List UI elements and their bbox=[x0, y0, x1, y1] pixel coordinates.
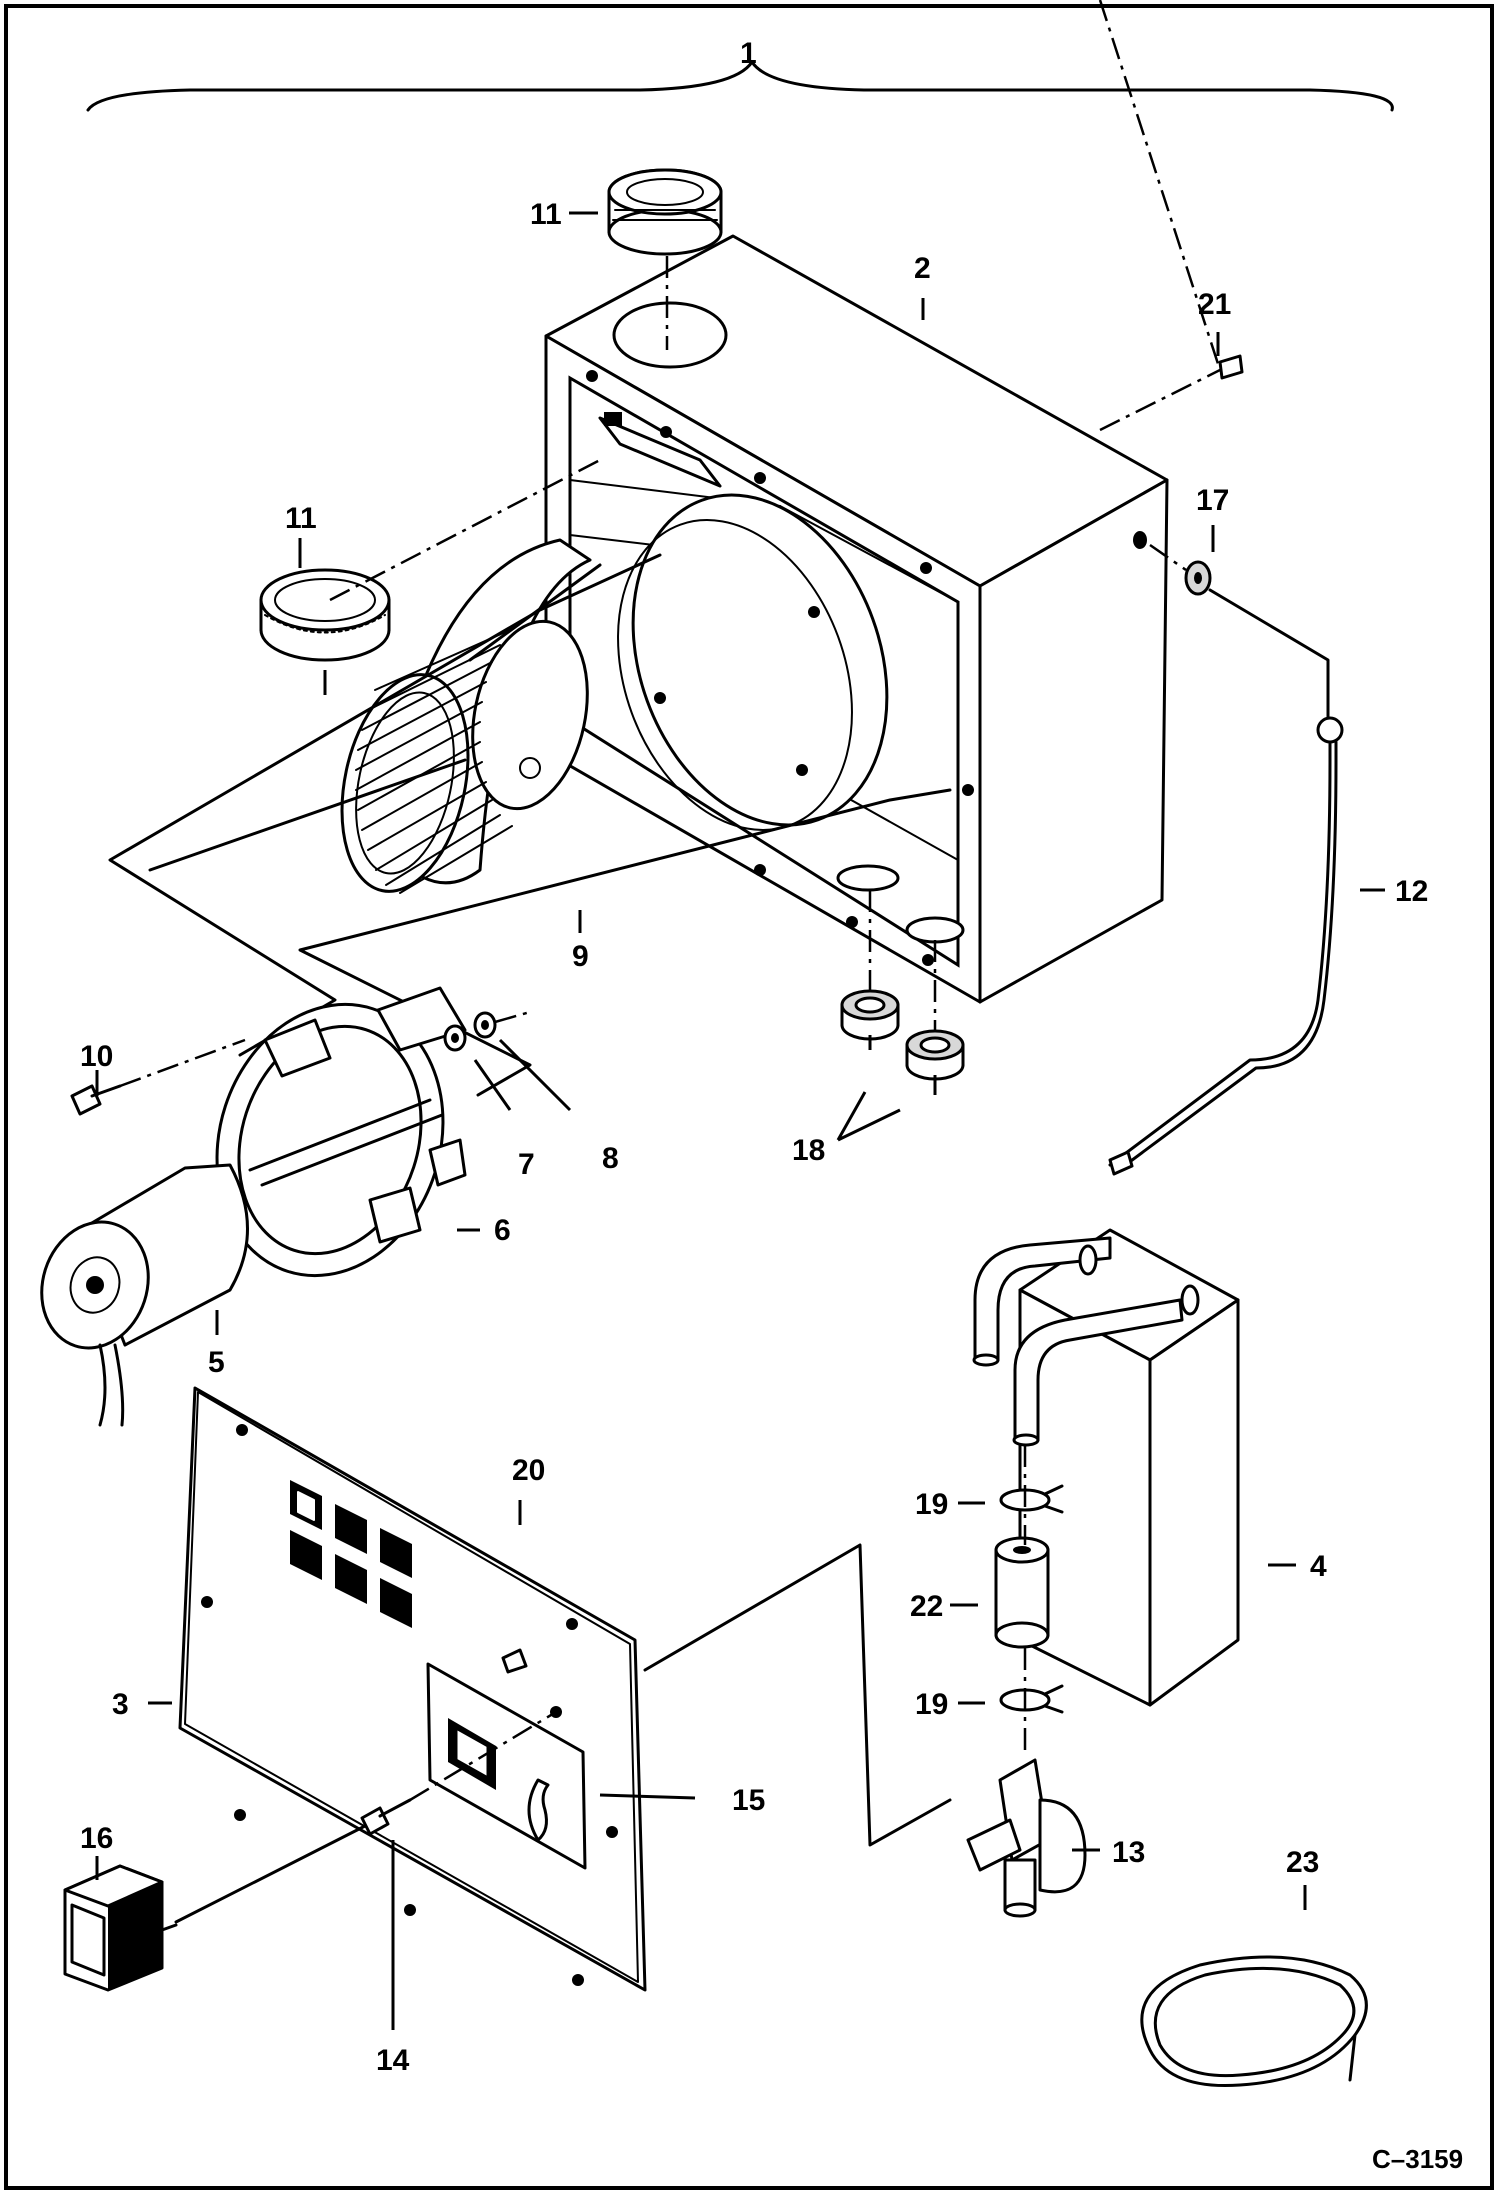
callout-19-upper: 19 bbox=[915, 1488, 948, 1521]
callout-4: 4 bbox=[1310, 1550, 1327, 1583]
water-valve bbox=[966, 1758, 1087, 1918]
duct-ring-left bbox=[259, 568, 391, 662]
grommet-small bbox=[1184, 560, 1212, 596]
callout-13: 13 bbox=[1112, 1836, 1145, 1869]
callout-11-top: 11 bbox=[530, 198, 562, 231]
callout-2: 2 bbox=[914, 252, 931, 285]
blower-wheel bbox=[340, 538, 592, 894]
callout-6: 6 bbox=[494, 1214, 511, 1247]
heater-housing bbox=[544, 234, 1169, 1004]
callout-leaders bbox=[95, 211, 1385, 2030]
callout-23: 23 bbox=[1286, 1846, 1319, 1879]
callout-labels: 1 2 3 4 5 6 7 8 9 10 11 11 12 13 14 15 1… bbox=[80, 37, 1463, 2174]
callout-17: 17 bbox=[1196, 484, 1229, 517]
drain-hose bbox=[1140, 1955, 1368, 2088]
callout-9: 9 bbox=[572, 940, 589, 973]
callout-15: 15 bbox=[732, 1784, 765, 1817]
callout-8: 8 bbox=[602, 1142, 619, 1175]
callout-11-left: 11 bbox=[285, 502, 317, 535]
callout-10: 10 bbox=[80, 1040, 113, 1073]
callout-16: 16 bbox=[80, 1822, 113, 1855]
switch-screw bbox=[360, 1798, 412, 1836]
callout-7: 7 bbox=[518, 1148, 535, 1181]
callout-14: 14 bbox=[376, 2044, 410, 2077]
hose-clamp-lower bbox=[999, 1684, 1064, 1714]
assembly-brace bbox=[86, 60, 1394, 112]
assembly-path-lower bbox=[298, 788, 952, 1097]
panel-screw bbox=[501, 1648, 528, 1674]
rocker-switch bbox=[63, 1864, 178, 1992]
callout-21: 21 bbox=[1198, 288, 1231, 321]
figure-id: C–3159 bbox=[1372, 2144, 1463, 2174]
diagram-border bbox=[4, 4, 1494, 2190]
duct-ring-top bbox=[607, 168, 723, 256]
callout-20: 20 bbox=[512, 1454, 545, 1487]
blower-motor bbox=[40, 1163, 249, 1427]
ground-wire bbox=[1108, 716, 1344, 1176]
callout-1: 1 bbox=[740, 37, 757, 70]
callout-19-lower: 19 bbox=[915, 1688, 948, 1721]
screw-small bbox=[1218, 354, 1244, 380]
callout-18: 18 bbox=[792, 1134, 825, 1167]
callout-5: 5 bbox=[208, 1346, 225, 1379]
callout-12: 12 bbox=[1395, 875, 1428, 908]
callout-3: 3 bbox=[112, 1688, 129, 1721]
control-panel bbox=[178, 1386, 647, 1992]
hex-nut bbox=[473, 1011, 497, 1039]
lock-washer bbox=[443, 1024, 467, 1052]
callout-22: 22 bbox=[910, 1590, 943, 1623]
drain-grommets bbox=[840, 989, 965, 1081]
hose-connector bbox=[994, 1536, 1050, 1649]
motor-mount-ring bbox=[215, 986, 467, 1278]
heater-core bbox=[972, 1228, 1240, 1707]
